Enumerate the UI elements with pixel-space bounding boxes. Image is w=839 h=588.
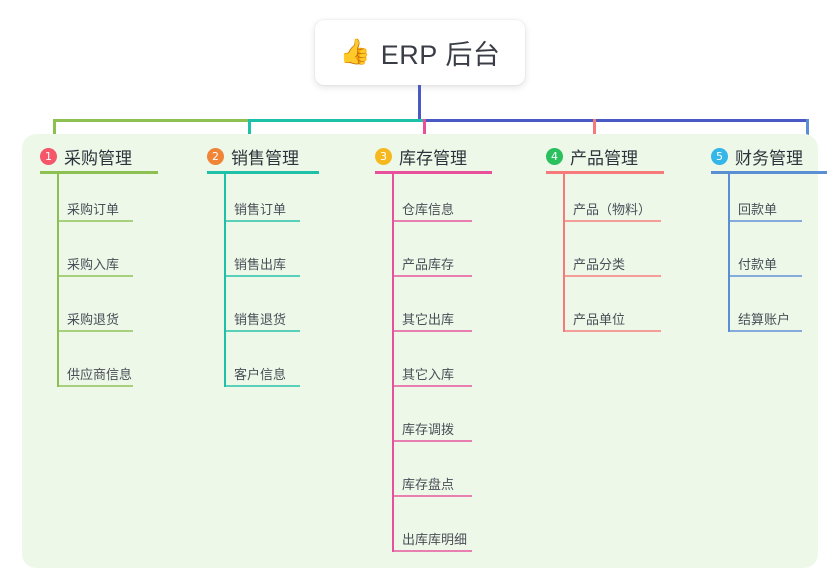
branch-item-underline [57, 220, 133, 222]
branch-item-underline [728, 275, 802, 277]
branch-item[interactable]: 回款单 [728, 192, 822, 222]
root-stem-line [418, 85, 421, 122]
branch-title: 销售管理 [231, 149, 299, 168]
branch-item[interactable]: 销售出库 [224, 247, 320, 277]
branch-item[interactable]: 库存盘点 [392, 467, 492, 497]
branch-item[interactable]: 其它入库 [392, 357, 492, 387]
branch-underline [375, 171, 492, 174]
root-node-card[interactable]: 👍 ERP 后台 [315, 20, 525, 85]
root-node-label: ERP 后台 [380, 40, 501, 70]
branch-item-underline [728, 330, 802, 332]
branch-item[interactable]: 其它出库 [392, 302, 492, 332]
branch-item-label: 产品分类 [573, 257, 626, 272]
branch-header-1[interactable]: 1 采购管理 [40, 144, 132, 169]
branch-title: 库存管理 [399, 149, 467, 168]
branch-item[interactable]: 采购订单 [57, 192, 153, 222]
branch-item-label: 结算账户 [738, 312, 791, 327]
branch-item[interactable]: 采购入库 [57, 247, 153, 277]
branch-item-label: 其它出库 [402, 312, 455, 327]
branch-item-label: 供应商信息 [67, 367, 133, 382]
branch-item-label: 回款单 [738, 202, 778, 217]
branch-underline [40, 171, 158, 174]
branch-item[interactable]: 销售订单 [224, 192, 320, 222]
branch-item-underline [57, 330, 133, 332]
branch-item-underline [728, 220, 802, 222]
branch-item[interactable]: 供应商信息 [57, 357, 153, 387]
branch-item-label: 出库库明细 [402, 532, 468, 547]
branch-item-underline [563, 220, 661, 222]
branch-item-underline [392, 495, 472, 497]
branch-header-2[interactable]: 2 销售管理 [207, 144, 299, 169]
branch-number-badge: 5 [711, 148, 728, 165]
branch-item-label: 产品（物料） [573, 202, 652, 217]
branch-item-label: 仓库信息 [402, 202, 455, 217]
branch-underline [546, 171, 664, 174]
branch-item-label: 销售退货 [234, 312, 287, 327]
branch-item[interactable]: 结算账户 [728, 302, 822, 332]
branch-item-label: 客户信息 [234, 367, 287, 382]
branch-item[interactable]: 产品库存 [392, 247, 492, 277]
branch-item-label: 采购订单 [67, 202, 120, 217]
branch-item-label: 付款单 [738, 257, 778, 272]
branch-item[interactable]: 付款单 [728, 247, 822, 277]
branch-spine [392, 174, 394, 552]
branch-number-badge: 2 [207, 148, 224, 165]
branch-item-label: 库存盘点 [402, 477, 455, 492]
branch-item-underline [392, 385, 472, 387]
branch-number-badge: 3 [375, 148, 392, 165]
branch-item-label: 其它入库 [402, 367, 455, 382]
branch-spine [57, 174, 59, 387]
branch-title: 产品管理 [570, 149, 638, 168]
branch-item-underline [392, 275, 472, 277]
branch-item[interactable]: 库存调拨 [392, 412, 492, 442]
branch-item-underline [392, 330, 472, 332]
branch-underline [207, 171, 319, 174]
branch-item[interactable]: 产品分类 [563, 247, 681, 277]
branch-title: 采购管理 [64, 149, 132, 168]
branch-item-underline [224, 330, 300, 332]
branch-item[interactable]: 采购退货 [57, 302, 153, 332]
branch-item-label: 销售出库 [234, 257, 287, 272]
branch-item-label: 库存调拨 [402, 422, 455, 437]
branch-title: 财务管理 [735, 149, 803, 168]
branches-panel: 1 采购管理采购订单采购入库采购退货供应商信息 2 销售管理销售订单销售出库销售退货客… [22, 134, 827, 568]
branch-item-underline [224, 385, 300, 387]
connector-segment-2 [248, 119, 425, 122]
branch-item-underline [224, 220, 300, 222]
branch-header-3[interactable]: 3 库存管理 [375, 144, 467, 169]
branch-header-4[interactable]: 4 产品管理 [546, 144, 638, 169]
branch-spine [728, 174, 730, 332]
branch-item-underline [57, 385, 133, 387]
branch-spine [224, 174, 226, 387]
branch-item-underline [392, 550, 472, 552]
branch-item-underline [57, 275, 133, 277]
branch-item-underline [392, 440, 472, 442]
branch-item-underline [224, 275, 300, 277]
branch-number-badge: 4 [546, 148, 563, 165]
branch-item[interactable]: 仓库信息 [392, 192, 492, 222]
connector-segment-1 [53, 119, 250, 122]
branch-spine [563, 174, 565, 332]
branch-item-label: 产品库存 [402, 257, 455, 272]
branch-item-label: 采购退货 [67, 312, 120, 327]
branch-item-underline [392, 220, 472, 222]
branch-item-underline [563, 275, 661, 277]
branch-item[interactable]: 客户信息 [224, 357, 320, 387]
branch-item-label: 销售订单 [234, 202, 287, 217]
branch-header-5[interactable]: 5 财务管理 [711, 144, 803, 169]
branch-item-underline [563, 330, 661, 332]
branch-item[interactable]: 产品（物料） [563, 192, 681, 222]
branch-underline [711, 171, 827, 174]
branch-item-label: 采购入库 [67, 257, 120, 272]
thumbs-up-icon: 👍 [339, 38, 371, 66]
branch-item[interactable]: 出库库明细 [392, 522, 492, 552]
root-node-content: 👍 ERP 后台 [340, 33, 501, 72]
connector-segment-3 [423, 119, 808, 122]
branch-item[interactable]: 产品单位 [563, 302, 681, 332]
branch-item[interactable]: 销售退货 [224, 302, 320, 332]
branch-number-badge: 1 [40, 148, 57, 165]
branch-item-label: 产品单位 [573, 312, 626, 327]
